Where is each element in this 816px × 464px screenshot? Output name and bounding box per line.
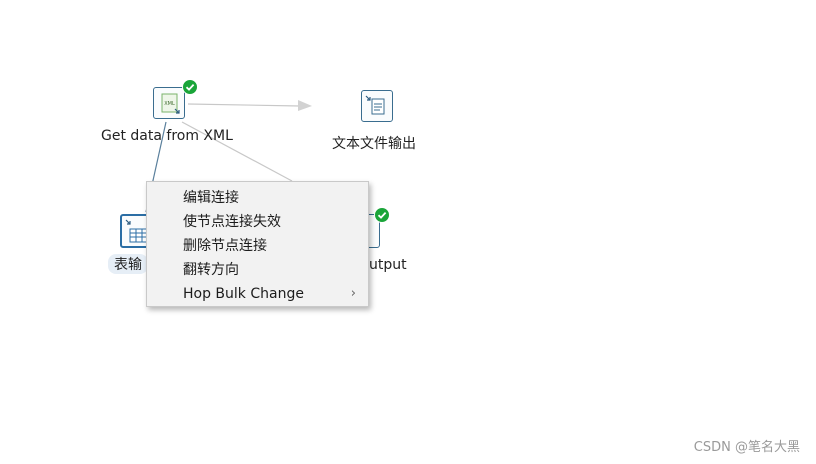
hop-xml-to-text bbox=[187, 103, 301, 107]
watermark: CSDN @笔名大黑 bbox=[693, 440, 800, 455]
menu-item-hop-bulk-change[interactable]: Hop Bulk Change › bbox=[147, 282, 368, 306]
menu-item-delete-hop[interactable]: 删除节点连接 bbox=[147, 234, 368, 258]
menu-item-label: 使节点连接失效 bbox=[183, 214, 281, 230]
chevron-right-icon: › bbox=[350, 286, 356, 301]
xml-input-step-icon[interactable]: XML bbox=[153, 87, 185, 119]
hop-context-menu: 编辑连接 使节点连接失效 删除节点连接 翻转方向 Hop Bulk Change… bbox=[146, 181, 369, 307]
check-icon bbox=[374, 207, 390, 223]
output-step-label: utput bbox=[369, 257, 407, 273]
menu-item-label: Hop Bulk Change bbox=[183, 286, 304, 302]
menu-item-disable-hop[interactable]: 使节点连接失效 bbox=[147, 210, 368, 234]
xml-input-step-label: Get data from XML bbox=[101, 128, 233, 144]
menu-item-label: 翻转方向 bbox=[183, 262, 239, 278]
check-icon bbox=[182, 79, 198, 95]
menu-item-label: 编辑连接 bbox=[183, 190, 239, 206]
menu-item-label: 删除节点连接 bbox=[183, 238, 267, 254]
menu-item-edit-hop[interactable]: 编辑连接 bbox=[147, 186, 368, 210]
menu-item-flip-direction[interactable]: 翻转方向 bbox=[147, 258, 368, 282]
xml-icon-text: XML bbox=[164, 101, 175, 107]
hop-xml-to-output bbox=[181, 121, 293, 182]
table-output-step-label: 表输 bbox=[108, 254, 148, 274]
hop-arrow-xml-to-text bbox=[298, 100, 312, 111]
text-file-output-step-icon[interactable] bbox=[361, 90, 393, 122]
text-file-output-step-label: 文本文件输出 bbox=[332, 136, 416, 152]
